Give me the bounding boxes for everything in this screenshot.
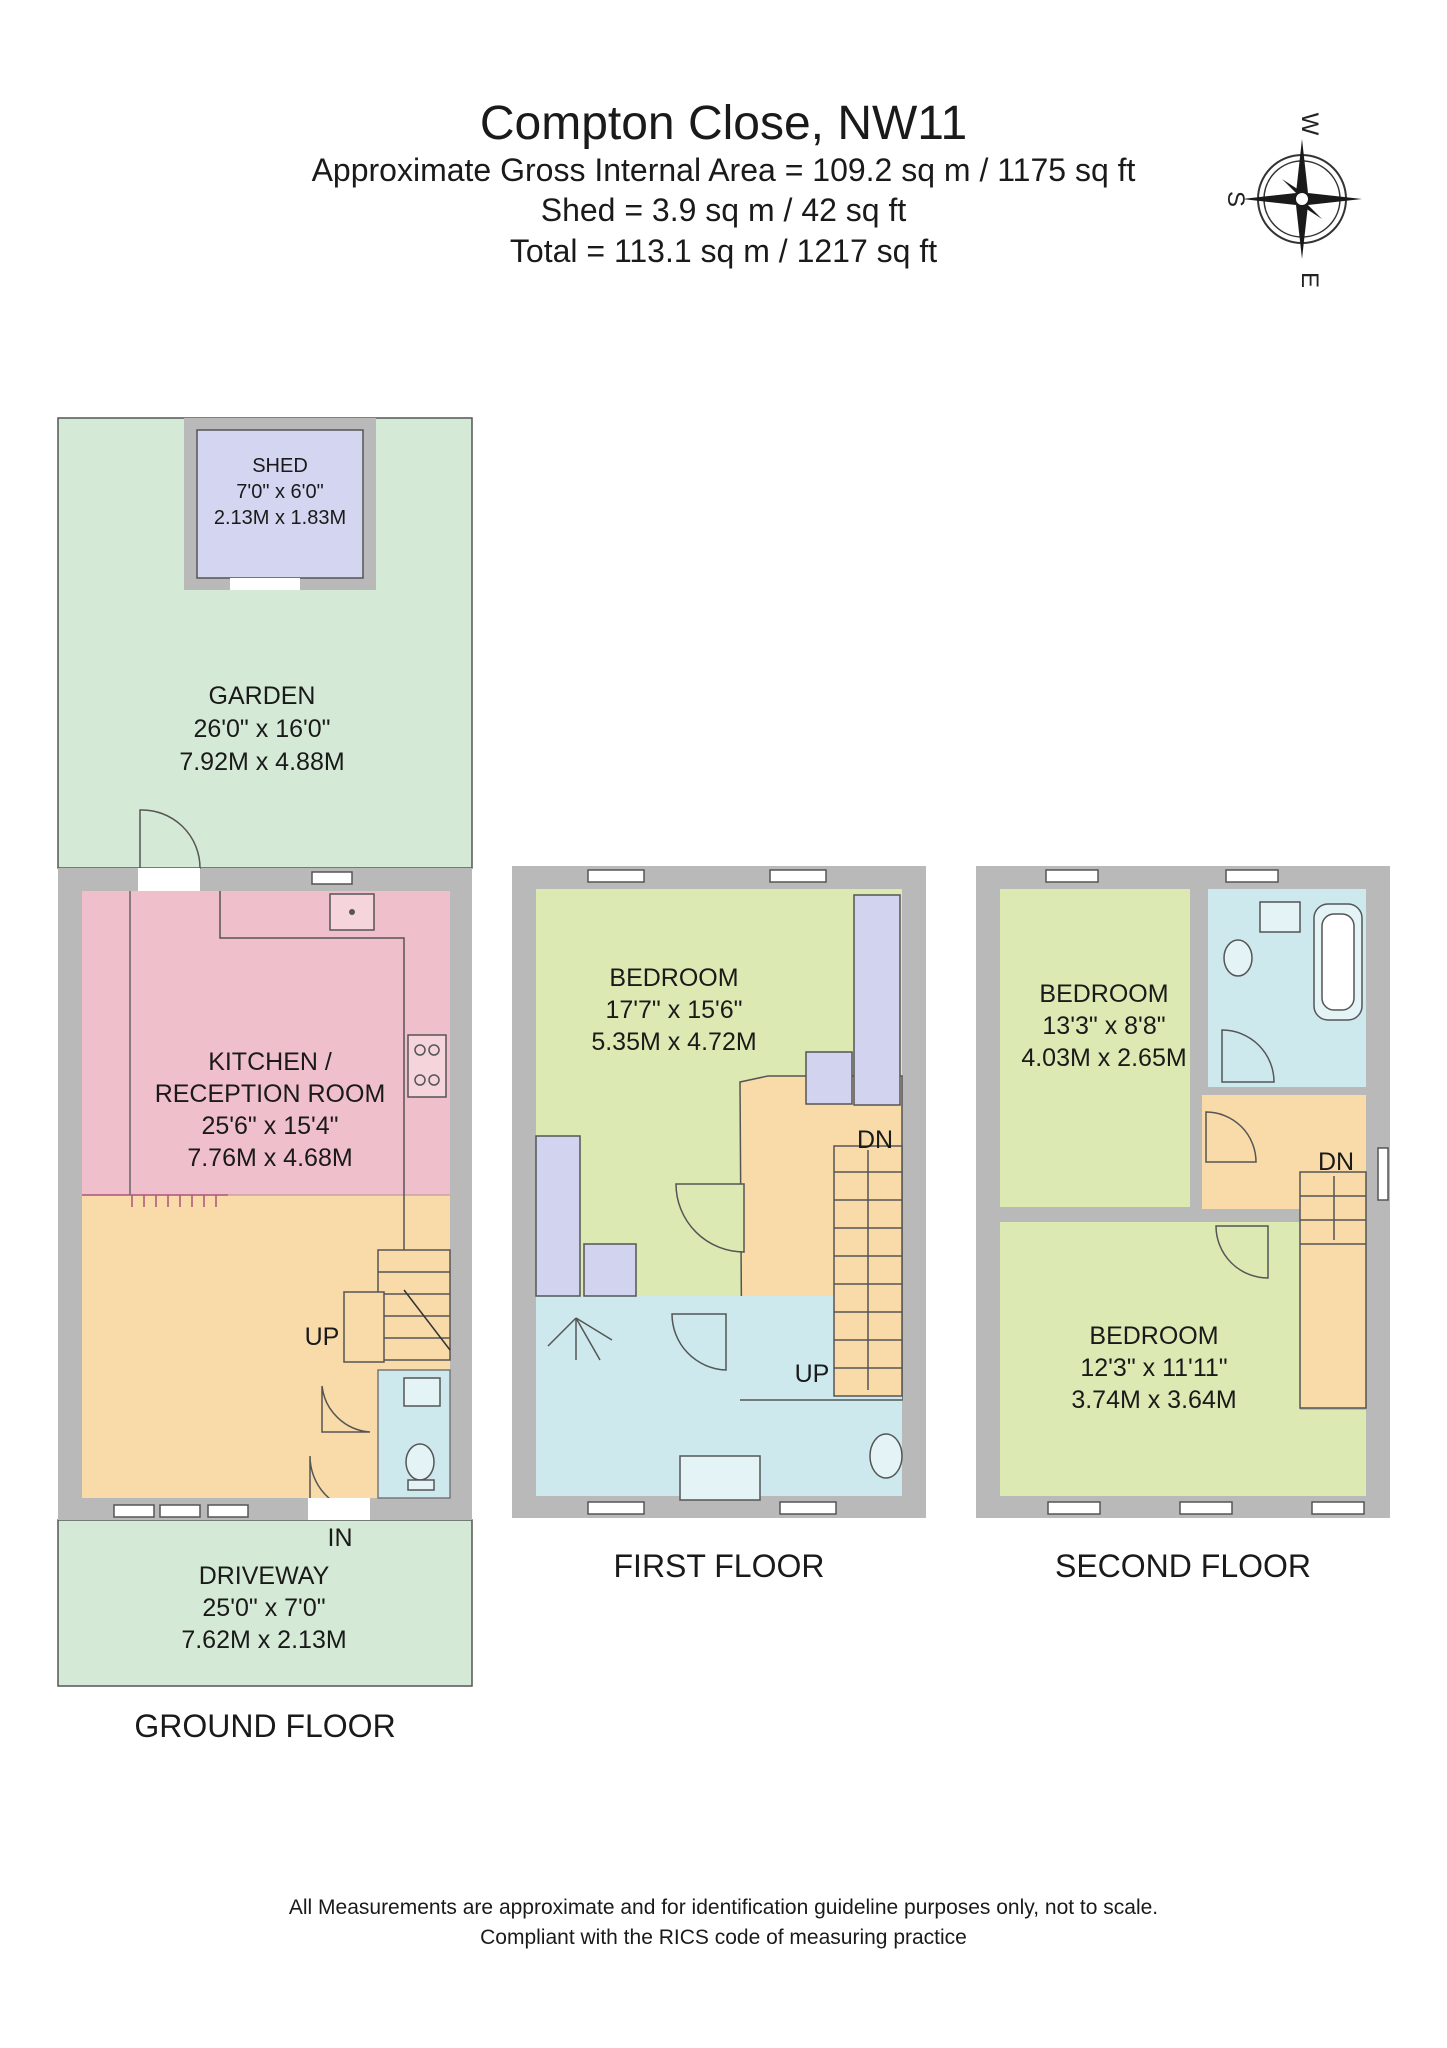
wardrobe-icon	[853, 894, 901, 1106]
wc-door	[321, 1385, 371, 1433]
second-bedroom-front	[1000, 889, 1190, 1207]
ground-stairs	[343, 1249, 451, 1363]
driveway-imperial: 25'0" x 7'0"	[202, 1594, 325, 1622]
ground-windows	[113, 871, 353, 1518]
entrance-label: IN	[328, 1524, 353, 1552]
shed-metric: 2.13M x 1.83M	[214, 507, 346, 529]
first-bedroom-door	[675, 1183, 745, 1253]
gross-area-text: Approximate Gross Internal Area = 109.2 …	[311, 152, 1136, 188]
second-bedroom-rear	[1000, 1222, 1366, 1496]
plan-title: Compton Close, NW11	[479, 97, 968, 150]
compass-rose-icon: W N E S	[1222, 113, 1382, 288]
first-floor-plan	[512, 866, 926, 1518]
shed-imperial: 7'0" x 6'0"	[236, 481, 323, 503]
first-bedroom-name: BEDROOM	[609, 964, 738, 992]
second-bedroom1-name: BEDROOM	[1039, 980, 1168, 1008]
second-front-bedroom-door	[1205, 1111, 1257, 1163]
second-toilet-icon	[1223, 939, 1253, 977]
bathroom-basin-icon	[679, 1455, 761, 1501]
garden-door	[139, 809, 201, 869]
second-bedroom2-imperial: 12'3" x 11'11"	[1080, 1354, 1227, 1382]
shower-icon	[547, 1317, 613, 1361]
compass-south-label: S	[1222, 191, 1249, 207]
kitchen-counter-stools	[82, 1194, 228, 1207]
kitchen-imperial: 25'6" x 15'4"	[201, 1112, 338, 1140]
garden-metric: 7.92M x 4.88M	[179, 748, 344, 776]
disclaimer-line1: All Measurements are approximate and for…	[288, 1896, 1159, 1919]
hob-icon	[407, 1034, 447, 1098]
driveway-area	[57, 1519, 473, 1687]
first-stairs	[833, 1145, 903, 1397]
ground-floor-plan	[57, 417, 473, 1687]
toilet-icon	[405, 1443, 435, 1481]
compass-west-label: W	[1296, 113, 1323, 136]
first-bedroom-metric: 5.35M x 4.72M	[591, 1028, 756, 1056]
ground-floor-label: GROUND FLOOR	[134, 1708, 396, 1744]
cupboard-icon	[535, 1135, 581, 1297]
shed-area-text: Shed = 3.9 sq m / 42 sq ft	[540, 192, 907, 228]
first-bathroom-door	[671, 1313, 727, 1371]
ground-stairs-up: UP	[305, 1323, 340, 1351]
first-toilet-icon	[869, 1433, 903, 1479]
disclaimer-line2: Compliant with the RICS code of measurin…	[480, 1926, 967, 1949]
first-windows	[587, 869, 837, 1515]
compass-east-label: E	[1296, 272, 1323, 288]
shed-room	[196, 429, 364, 579]
second-bedroom2-metric: 3.74M x 3.64M	[1071, 1386, 1236, 1414]
second-windows	[1045, 869, 1389, 1515]
second-bathroom-door	[1221, 1029, 1275, 1083]
first-floor-label: FIRST FLOOR	[613, 1548, 825, 1584]
second-stairs-down: DN	[1318, 1148, 1354, 1176]
first-stairs-up: UP	[795, 1360, 830, 1388]
kitchen-name-line1: KITCHEN /	[208, 1048, 332, 1076]
kitchen-name-line2: RECEPTION ROOM	[155, 1080, 386, 1108]
second-stairs	[1299, 1171, 1367, 1409]
second-bedroom2-name: BEDROOM	[1089, 1322, 1218, 1350]
compass-north-label: N	[1376, 190, 1382, 207]
second-rear-bedroom-door	[1215, 1225, 1269, 1279]
second-basin-icon	[1259, 901, 1301, 933]
room-labels: SHED 7'0" x 6'0" 2.13M x 1.83M GARDEN 26…	[155, 455, 1354, 1654]
shed-door-gap	[230, 578, 300, 590]
first-bedroom-imperial: 17'7" x 15'6"	[605, 996, 742, 1024]
second-bedroom1-metric: 4.03M x 2.65M	[1021, 1044, 1186, 1072]
garden-name: GARDEN	[209, 682, 316, 710]
second-floor-label: SECOND FLOOR	[1054, 1548, 1312, 1584]
garden-door-threshold	[138, 868, 200, 891]
second-bedroom1-imperial: 13'3" x 8'8"	[1042, 1012, 1165, 1040]
driveway-name: DRIVEWAY	[199, 1562, 330, 1590]
garden-imperial: 26'0" x 16'0"	[193, 715, 330, 743]
wc-basin-icon	[403, 1377, 441, 1407]
driveway-metric: 7.62M x 2.13M	[181, 1626, 346, 1654]
second-floor-plan	[976, 866, 1390, 1518]
kitchen-metric: 7.76M x 4.68M	[187, 1144, 352, 1172]
shed-name: SHED	[252, 455, 308, 477]
total-area-text: Total = 113.1 sq m / 1217 sq ft	[509, 233, 938, 269]
first-stairs-down: DN	[857, 1126, 893, 1154]
front-door-threshold	[308, 1498, 370, 1520]
kitchen-room	[82, 891, 450, 1195]
kitchen-counter	[219, 891, 405, 1250]
